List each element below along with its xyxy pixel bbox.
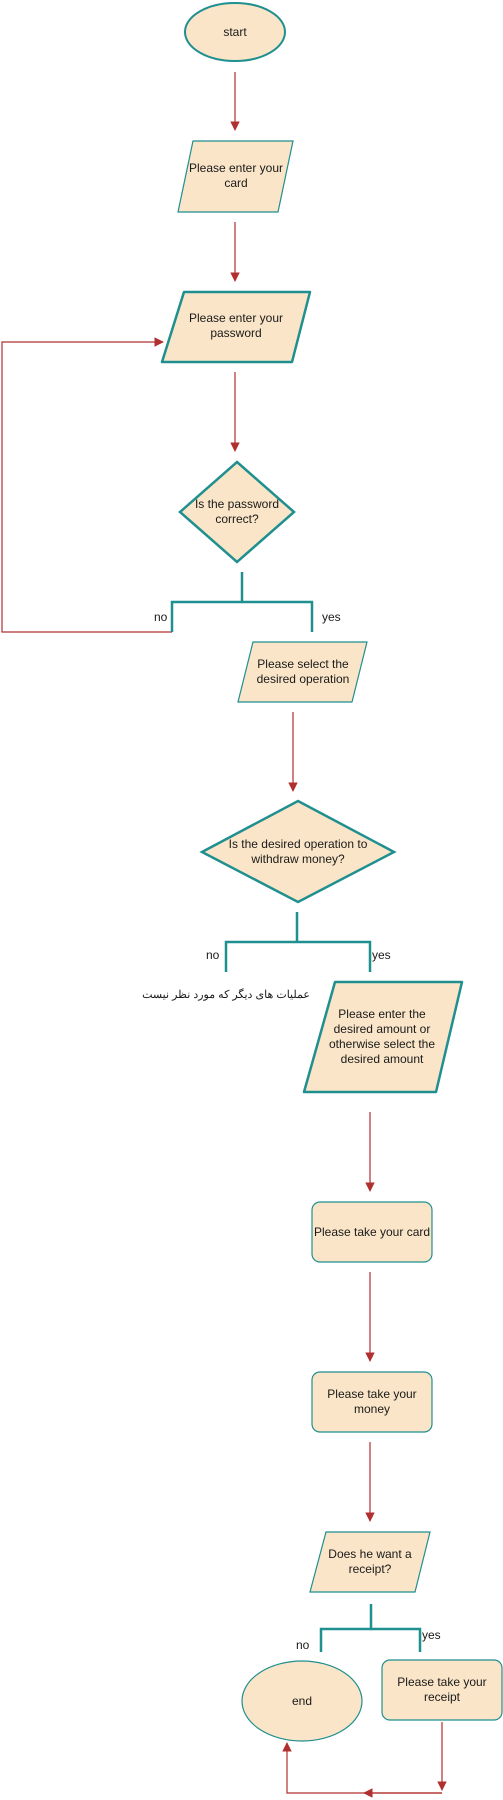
enter-password-label: Please enter your password: [188, 311, 284, 340]
password-yes-label: yes: [322, 610, 341, 624]
take-card-node-shape[interactable]: [311, 1201, 433, 1263]
branch-receipt: [319, 1627, 422, 1652]
branch-password: [170, 600, 314, 632]
take-receipt-label: Please take your receipt: [397, 1675, 487, 1704]
select-operation-label: Please select the desired operation: [256, 657, 350, 686]
take-receipt-node-shape[interactable]: [381, 1659, 503, 1721]
withdraw-question-label: Is the desired operation to withdraw mon…: [228, 837, 368, 866]
password-correct-node-shape[interactable]: [178, 460, 296, 564]
take-card-label: Please take your card: [313, 1224, 431, 1239]
withdraw-no-label: no: [206, 948, 220, 962]
receipt-yes-label: yes: [422, 1628, 441, 1642]
receipt-no-label: no: [296, 1638, 310, 1652]
enter-password-node-shape[interactable]: [160, 290, 312, 364]
enter-card-label: Please enter your card: [188, 161, 284, 190]
password-no-label: no: [154, 610, 168, 624]
enter-card-node-shape[interactable]: [177, 140, 294, 213]
other-operations-text: عملیات های دیگر که مورد نظر نیست: [142, 988, 310, 1001]
withdraw-yes-label: yes: [372, 948, 391, 962]
end-node-shape[interactable]: [241, 1660, 363, 1742]
take-money-label: Please take your money: [327, 1387, 417, 1416]
receipt-question-label: Does he want a receipt?: [328, 1547, 412, 1576]
take-money-node-shape[interactable]: [311, 1371, 433, 1433]
start-node-shape[interactable]: [184, 2, 286, 62]
select-operation-node-shape[interactable]: [237, 641, 368, 703]
receipt-question-node-shape[interactable]: [309, 1531, 431, 1593]
password-correct-label: Is the password correct?: [194, 497, 280, 526]
arrow-receipt-to-end: [282, 1742, 442, 1794]
arrow-no-loop-to-password: [1, 337, 172, 633]
branch-withdraw: [224, 940, 372, 972]
end-label: end: [291, 1693, 313, 1708]
enter-amount-label: Please enter the desired amount or other…: [328, 1007, 436, 1066]
withdraw-question-node-shape[interactable]: [199, 799, 397, 904]
enter-amount-node-shape[interactable]: [302, 980, 464, 1094]
start-label: start: [223, 24, 247, 39]
